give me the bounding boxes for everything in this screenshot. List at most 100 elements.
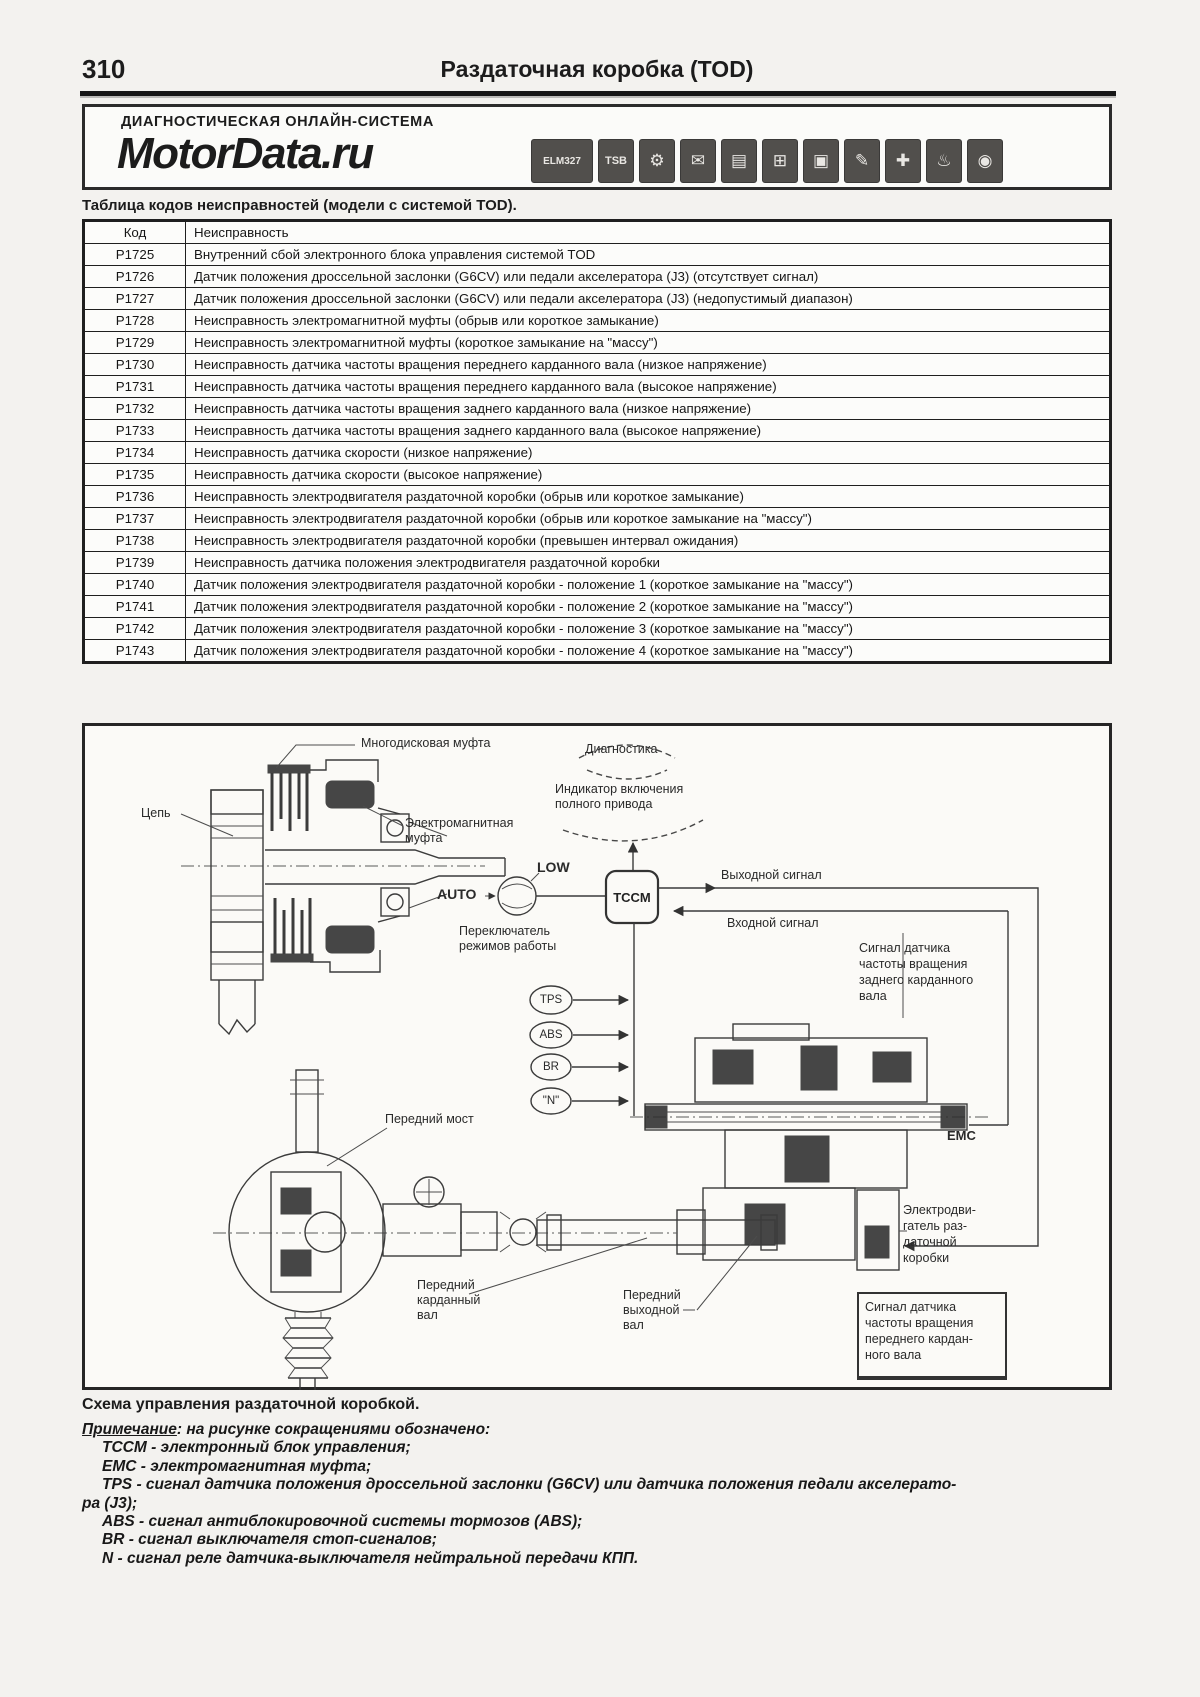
fault-code: P1741	[83, 595, 186, 618]
note-item-tps: TPS - сигнал датчика положения дроссельн…	[82, 1476, 957, 1512]
banner-subtitle: ДИАГНОСТИЧЕСКАЯ ОНЛАЙН-СИСТЕМА	[121, 114, 434, 130]
fault-desc: Неисправность электродвигателя раздаточн…	[185, 485, 1111, 508]
fault-desc: Неисправность датчика скорости (высокое …	[185, 463, 1111, 486]
diagram-caption: Схема управления раздаточной коробкой.	[82, 1396, 420, 1413]
column-header-fault: Неисправность	[185, 220, 1111, 244]
elm327-adapter-icon[interactable]: ELM327	[531, 139, 593, 183]
motordata-banner[interactable]: ДИАГНОСТИЧЕСКАЯ ОНЛАЙН-СИСТЕМА MotorData…	[82, 104, 1112, 190]
engine-icon[interactable]: ⊞	[762, 139, 798, 183]
moped-icon[interactable]: ⚙	[639, 139, 675, 183]
fault-code: P1742	[83, 617, 186, 640]
fault-code: P1734	[83, 441, 186, 464]
header-rule	[80, 91, 1116, 96]
fault-desc: Датчик положения электродвигателя раздат…	[185, 595, 1111, 618]
transfer-case-control-diagram: Многодисковая муфта Цепь Электромагнитна…	[82, 723, 1112, 1390]
label-multi-disc-clutch: Многодисковая муфта	[361, 736, 491, 750]
fault-desc: Неисправность электродвигателя раздаточн…	[185, 529, 1111, 552]
notes-heading-rest: : на рисунке сокращениями обозначено:	[176, 1421, 491, 1438]
column-header-code: Код	[83, 220, 186, 244]
fault-desc: Неисправность датчика частоты вращения з…	[185, 419, 1111, 442]
fault-code: P1731	[83, 375, 186, 398]
label-front-prop-shaft: Передний карданный вал	[417, 1278, 481, 1322]
note-item-tccm: ТССМ - электронный блок управления;	[102, 1439, 411, 1457]
note-item-emc: ЕМС - электромагнитная муфта;	[102, 1457, 372, 1475]
tire-icon[interactable]: ◉	[967, 139, 1003, 183]
banner-brand-logo[interactable]: MotorData.ru	[117, 129, 374, 178]
fault-desc: Датчик положения электродвигателя раздат…	[185, 573, 1111, 596]
page-title: Раздаточная коробка (TOD)	[440, 56, 754, 82]
fault-code: P1726	[83, 265, 186, 288]
fault-desc: Неисправность датчика частоты вращения з…	[185, 397, 1111, 420]
fault-code: P1735	[83, 463, 186, 486]
label-emc: EMC	[947, 1128, 976, 1143]
fault-code: P1737	[83, 507, 186, 530]
label-neutral-signal: "N"	[542, 1095, 560, 1107]
label-diagnostics: Диагностика	[585, 742, 658, 756]
fault-desc: Неисправность датчика положения электрод…	[185, 551, 1111, 574]
chat-icon[interactable]: ✉	[680, 139, 716, 183]
fault-code: P1733	[83, 419, 186, 442]
label-chain: Цепь	[141, 806, 171, 820]
fault-desc: Внутренний сбой электронного блока управ…	[185, 243, 1111, 266]
label-front-axle: Передний мост	[385, 1112, 474, 1126]
crane-icon[interactable]: ✚	[885, 139, 921, 183]
note-item-n: N - сигнал реле датчика-выключателя нейт…	[102, 1549, 639, 1567]
label-tps-signal: TPS	[539, 994, 563, 1006]
fault-code: P1738	[83, 529, 186, 552]
label-mode-switch: Переключатель режимов работы	[459, 924, 557, 953]
label-output-signal: Выходной сигнал	[721, 868, 822, 882]
battery-icon[interactable]: ▤	[721, 139, 757, 183]
notes-heading-line: Примечание: на рисунке сокращениями обоз…	[82, 1421, 1120, 1439]
fault-desc: Неисправность датчика частоты вращения п…	[185, 353, 1111, 376]
diagram-line-art	[180, 744, 1039, 1390]
fault-desc: Неисправность электромагнитной муфты (ко…	[185, 331, 1111, 354]
fault-code: P1725	[83, 243, 186, 266]
label-front-output-shaft: Передний выходной вал	[623, 1288, 681, 1332]
fault-desc: Датчик положения электродвигателя раздат…	[185, 639, 1111, 663]
note-item-br: BR - сигнал выключателя стоп-сигналов;	[102, 1531, 437, 1549]
fault-desc: Неисправность электромагнитной муфты (об…	[185, 309, 1111, 332]
fault-desc: Датчик положения дроссельной заслонки (G…	[185, 265, 1111, 288]
label-em-clutch: Электромагнитная муфта	[405, 816, 514, 845]
fault-code: P1732	[83, 397, 186, 420]
fault-code: P1727	[83, 287, 186, 310]
label-rear-shaft-sensor: Сигнал датчика частоты вращения заднего …	[859, 941, 974, 1003]
fault-desc: Неисправность датчика скорости (низкое н…	[185, 441, 1111, 464]
fault-code: P1740	[83, 573, 186, 596]
page-number: 310	[82, 54, 126, 84]
fault-code: P1728	[83, 309, 186, 332]
fault-table-title: Таблица кодов неисправностей (модели с с…	[82, 197, 517, 214]
tsb-bulletin-icon[interactable]: TSB	[598, 139, 634, 183]
tccm-box: TCCM	[613, 889, 651, 905]
label-abs-signal: ABS	[539, 1029, 563, 1041]
fault-desc: Неисправность датчика частоты вращения п…	[185, 375, 1111, 398]
label-auto-mode: AUTO	[437, 886, 477, 902]
inspection-doc-icon[interactable]: ✎	[844, 139, 880, 183]
label-tc-motor: Электродви- гатель раз- даточной коробки	[903, 1203, 976, 1265]
front-shaft-sensor-box: Сигнал датчика частоты вращения переднег…	[857, 1292, 1007, 1380]
note-item-abs: ABS - сигнал антиблокировочной системы т…	[102, 1513, 583, 1531]
banner-icon-row: ELM327 TSB ⚙ ✉ ▤ ⊞ ▣ ✎ ✚ ♨ ◉	[531, 139, 1003, 183]
notes-block: Примечание: на рисунке сокращениями обоз…	[82, 1421, 1120, 1568]
oil-can-icon[interactable]: ♨	[926, 139, 962, 183]
tow-truck-icon[interactable]: ▣	[803, 139, 839, 183]
